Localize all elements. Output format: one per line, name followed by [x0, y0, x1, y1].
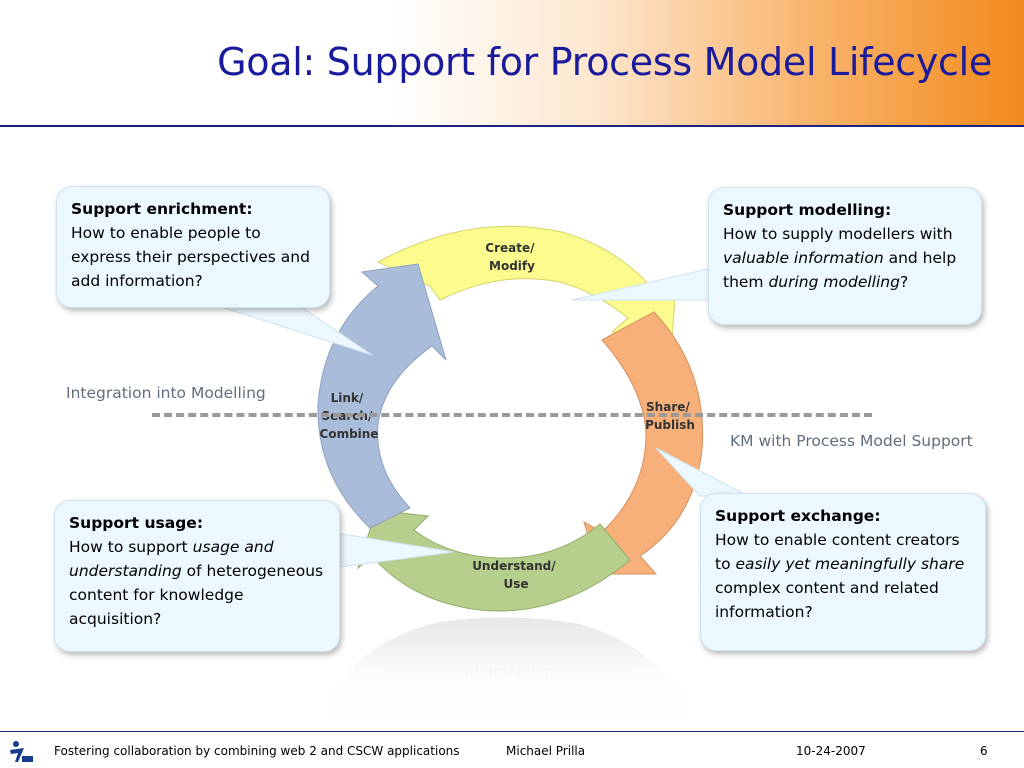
callout-heading: Support enrichment: [71, 200, 253, 218]
callout-heading: Support usage: [69, 514, 204, 532]
callout-emphasis: valuable information [723, 249, 884, 267]
callout-heading: Support modelling: [723, 201, 892, 219]
callout-support-enrichment: Support enrichment: How to enable people… [56, 186, 330, 308]
footer-author: Michael Prilla [506, 744, 586, 758]
footer-date: 10-24-2007 [796, 744, 866, 758]
callout-emphasis: during modelling [768, 273, 900, 291]
reflection-fade [300, 610, 730, 727]
footer-presentation-title: Fostering collaboration by combining web… [54, 744, 460, 758]
label-integration-into-modelling: Integration into Modelling [66, 384, 266, 402]
callout-heading: Support exchange: [715, 507, 881, 525]
callout-body: How to enable people to express their pe… [71, 224, 310, 290]
cycle-segment-share [583, 311, 704, 575]
callout-body-text: How to enable content creators to [715, 531, 960, 573]
callout-body-text: How to support [69, 538, 193, 556]
university-logo-icon [10, 741, 33, 762]
callout-body-text: of heterogeneous content for knowledge a… [69, 562, 324, 628]
lifecycle-diagram: Understand/ Create/ Modify Share/ Publis… [217, 225, 749, 727]
callout-emphasis: usage and understanding [69, 538, 274, 580]
callout-body-text: ? [899, 273, 909, 291]
header-band [0, 0, 1024, 126]
cycle-label-create: Create/ Modify [485, 241, 538, 273]
callout-body-text: and help them [723, 249, 957, 291]
callout-support-usage: Support usage: How to support usage and … [54, 500, 340, 652]
label-km-with-process-model-support: KM with Process Model Support [730, 432, 973, 450]
header-divider [0, 125, 1024, 127]
divider-dashed-line [152, 413, 872, 417]
cycle-label-share: Share/ Publish [645, 400, 695, 432]
callout-support-modelling: Support modelling: How to supply modelle… [708, 187, 982, 325]
footer-divider [0, 731, 1024, 732]
callout-emphasis: easily yet meaningfully share [735, 555, 965, 573]
cycle-label-link: Link/ Search/ Combine [320, 391, 379, 441]
callout-body-text: How to supply modellers with [723, 225, 953, 243]
callout-support-exchange: Support exchange: How to enable content … [700, 493, 986, 651]
cycle-label-understand: Understand/ Use [472, 559, 560, 591]
callout-body-text: complex content and related information? [715, 579, 939, 621]
footer-page-number: 6 [980, 744, 988, 758]
slide-title: Goal: Support for Process Model Lifecycl… [217, 40, 992, 84]
cycle-segment-link [317, 263, 447, 529]
